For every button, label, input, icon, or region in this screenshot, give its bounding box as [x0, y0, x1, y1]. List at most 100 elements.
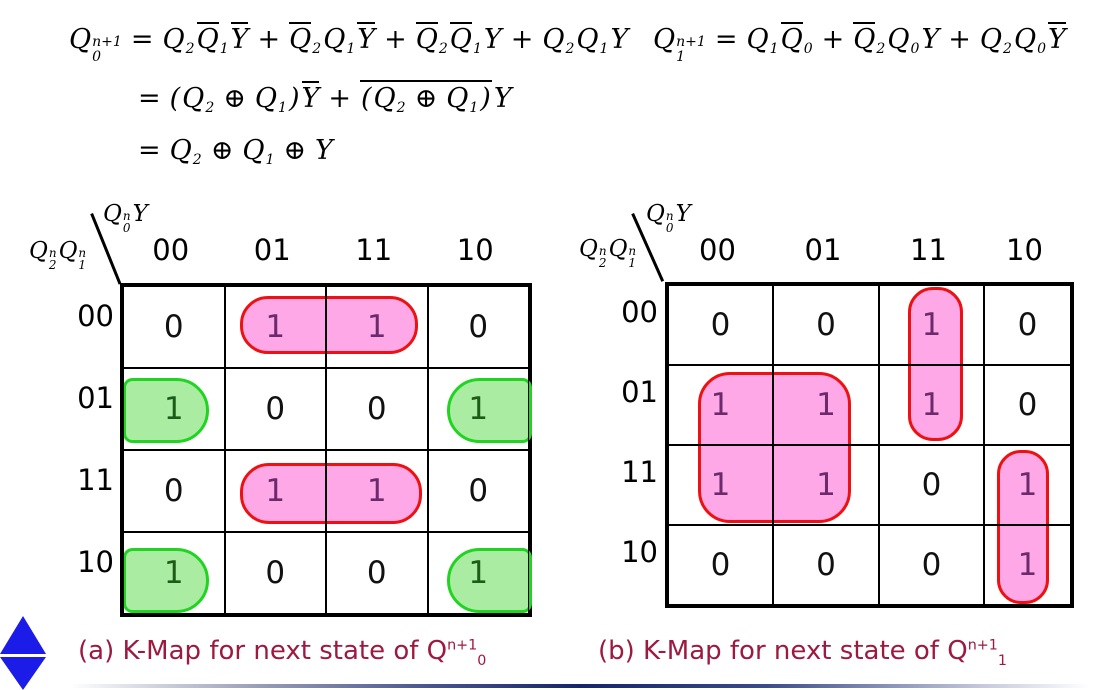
kmap-column-label: 11 — [910, 233, 947, 267]
kmap-cell: 1 — [224, 286, 326, 368]
math-token: + — [257, 24, 281, 55]
math-token: ) — [480, 83, 491, 114]
math-token: Y — [1048, 22, 1066, 55]
kmap-column-label: 10 — [456, 233, 494, 267]
math-token: ( — [360, 83, 372, 114]
kmap-cell: 1 — [123, 532, 225, 614]
math-token: Y — [483, 24, 502, 55]
caption-a-text: (a) K-Map for next state of Q — [78, 636, 448, 666]
math-token: + — [328, 83, 351, 114]
math-token: + — [384, 24, 407, 55]
math-token: Q2 — [415, 22, 448, 57]
kmap-row-label: 10 — [77, 545, 114, 579]
math-token: Y — [493, 83, 512, 114]
kmap-cell: 0 — [224, 368, 326, 450]
math-token: Y — [230, 22, 249, 55]
kmap-cell: 0 — [879, 445, 984, 525]
kmap-cell: 0 — [326, 368, 428, 450]
kmap-cell: 1 — [326, 450, 428, 532]
caption-b-text: (b) K-Map for next state of Q — [598, 636, 968, 666]
kmap-row-label: 01 — [621, 375, 658, 409]
math-token: = — [138, 83, 161, 114]
math-token: ⊕ — [223, 83, 246, 114]
math-token: + — [510, 24, 534, 55]
math-token: Q2 — [373, 83, 406, 116]
math-group: (Q2⊕Q1) — [359, 80, 492, 116]
math-token: Y — [301, 81, 320, 114]
math-token: + — [821, 24, 845, 55]
kmap-cell: 0 — [773, 525, 879, 605]
kmap-cell: 0 — [879, 525, 984, 605]
kmap-column-label: 11 — [355, 233, 393, 267]
math-token: Q2 — [853, 22, 886, 57]
math-token: ) — [288, 83, 300, 114]
kmap-cell: 1 — [224, 450, 326, 532]
math-token: ⊕ — [283, 135, 307, 166]
kmap-caption-b: (b) K-Map for next state of Qn+11 — [598, 636, 1007, 669]
math-token: Y — [357, 22, 376, 55]
math-token: Q2 — [289, 22, 322, 57]
kmap-row-label: 01 — [77, 381, 114, 415]
kmap-cell: 1 — [773, 365, 879, 445]
kmap-cell: 0 — [427, 450, 529, 532]
kmap-cell: 0 — [668, 285, 773, 365]
kmap-cell: 0 — [123, 450, 225, 532]
math-token: Q1 — [446, 83, 479, 116]
math-token: Q1 — [746, 24, 779, 57]
math-token: Q2 — [182, 83, 215, 116]
math-token: Q1 — [196, 22, 229, 57]
math-token: Q2 — [169, 135, 202, 168]
math-token: Y — [610, 24, 629, 55]
math-token: Y — [921, 24, 940, 55]
kmap-row-label: 00 — [77, 299, 114, 333]
bottom-divider-line — [70, 684, 1090, 688]
kmap-column-label: 01 — [253, 233, 291, 267]
math-token: Y — [675, 201, 691, 227]
math-token: Q2 — [979, 24, 1012, 57]
kmap-row-label: 10 — [621, 535, 658, 569]
equation-q0-next-line3: =Q2⊕Q1⊕Y — [130, 135, 334, 168]
kmap-cell: 1 — [984, 525, 1071, 605]
math-token: Q0 — [1013, 24, 1047, 57]
caption-b-sub: 1 — [997, 653, 1007, 670]
kmap-cell: 1 — [773, 445, 879, 525]
kmap-row-label: 11 — [621, 455, 658, 489]
kmap-column-label: 00 — [699, 233, 736, 267]
math-token: ⊕ — [210, 135, 234, 166]
math-token: ( — [169, 83, 181, 114]
kmap-cell: 1 — [326, 286, 428, 368]
math-token: + — [948, 24, 971, 55]
caption-a-sub: 0 — [477, 653, 487, 670]
equation-q0-next-line2: =(Q2⊕Q1)Y+(Q2⊕Q1)Y — [130, 80, 513, 116]
math-token: Q1 — [576, 24, 609, 57]
math-token: Q2 — [542, 24, 575, 57]
kmap-cell: 0 — [224, 532, 326, 614]
kmap-cell: 1 — [427, 368, 529, 450]
kmap-cell: 0 — [326, 532, 428, 614]
diamond-upper-triangle — [0, 616, 46, 654]
math-token: = — [714, 24, 738, 55]
kmap-column-label: 10 — [1006, 233, 1043, 267]
kmap-cell: 1 — [668, 365, 773, 445]
math-token: Q0 — [887, 24, 920, 57]
math-token: = — [130, 24, 154, 55]
kmap-cell: 1 — [879, 285, 984, 365]
